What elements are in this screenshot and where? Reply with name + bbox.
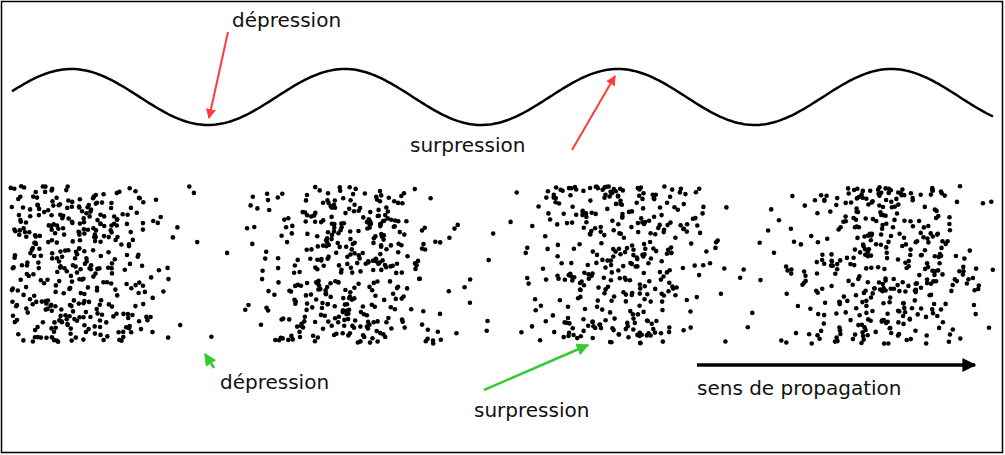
pressure-wave (12, 69, 993, 125)
leader-arrow (209, 32, 228, 118)
pressure-label: surpression (474, 398, 589, 422)
propagation-arrow (697, 363, 975, 367)
pressure-label: dépression (220, 370, 329, 394)
leader-arrow (572, 76, 615, 150)
leader-arrow (484, 345, 588, 390)
direction-label: sens de propagation (697, 376, 901, 400)
pressure-label: surpression (410, 133, 525, 157)
pressure-label: dépression (232, 8, 341, 32)
leader-arrow (205, 354, 214, 368)
air-particles (8, 184, 995, 346)
